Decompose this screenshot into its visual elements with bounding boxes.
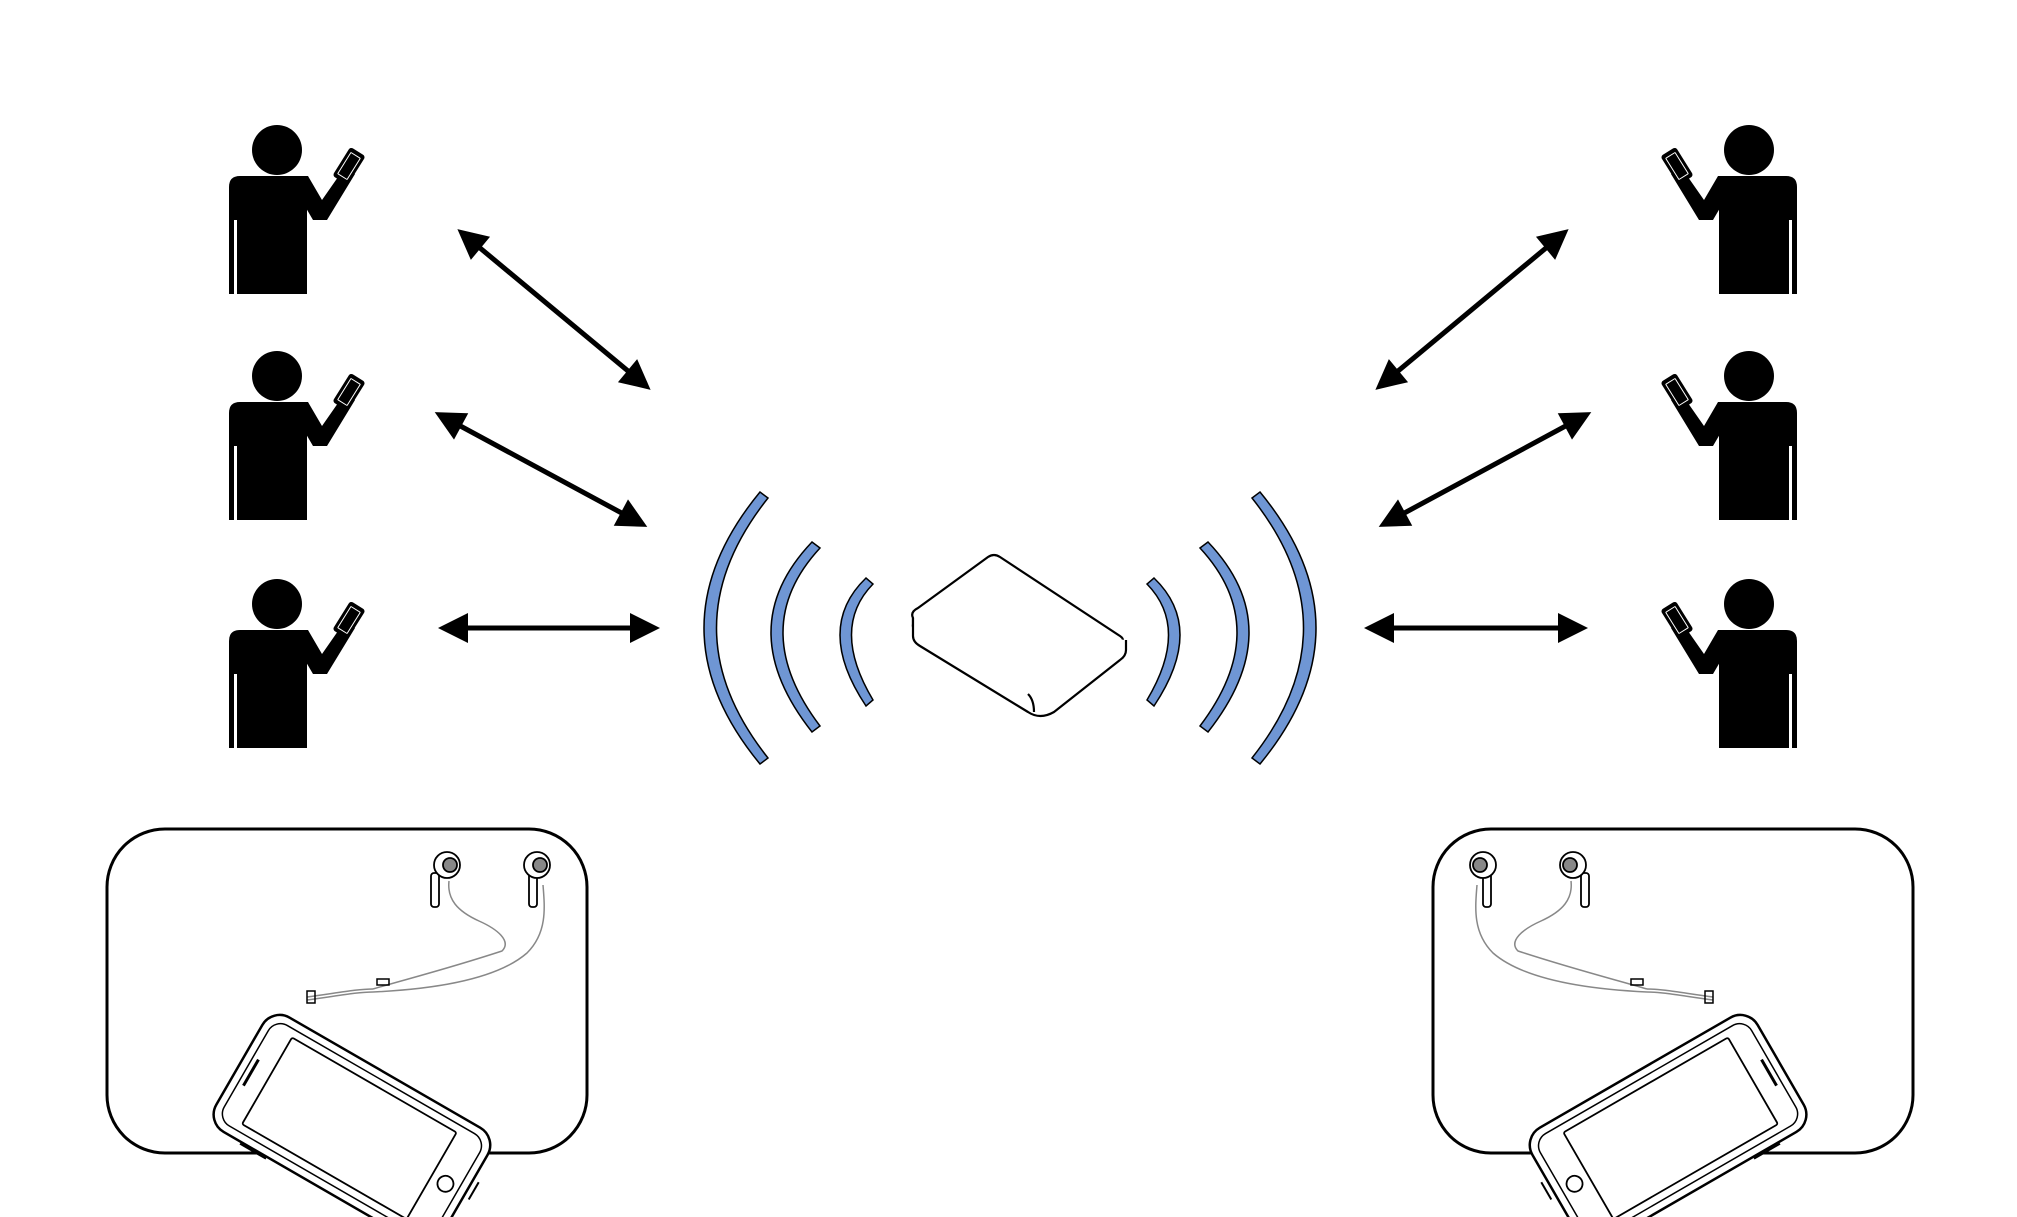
inset-right	[1431, 827, 1915, 1217]
link-arrow-left-2	[434, 412, 648, 527]
link-arrow-right-1	[1375, 229, 1569, 390]
wireless-router-icon	[911, 553, 1128, 718]
wave-right-middle	[1198, 541, 1250, 734]
wave-right-outer	[1250, 490, 1317, 766]
inset-left	[105, 827, 589, 1217]
link-arrow-left-1	[457, 229, 651, 390]
wave-left-outer	[703, 490, 770, 766]
wave-left-middle	[770, 541, 822, 734]
radio-waves	[703, 490, 1317, 766]
wave-right-inner	[1145, 576, 1181, 708]
link-arrow-right-2	[1378, 412, 1592, 527]
wave-left-inner	[839, 576, 875, 708]
links	[434, 229, 1592, 643]
